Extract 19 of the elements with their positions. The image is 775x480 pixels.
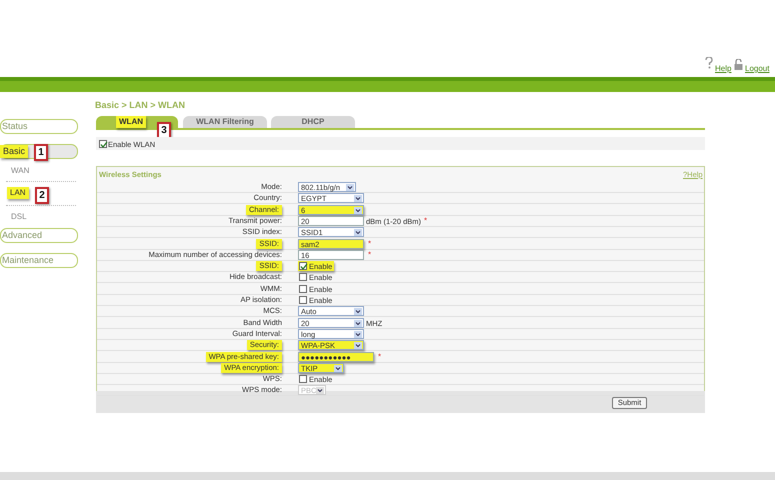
breadcrumb: Basic > LAN > WLAN [95, 100, 186, 110]
required-mark: * [424, 216, 428, 225]
required-mark: * [378, 352, 382, 360]
highlighted-submenu-item: LAN [7, 187, 29, 199]
tab: WLAN Filtering [183, 116, 267, 128]
tab: DHCP [271, 116, 355, 128]
callout-number: 2 [35, 187, 49, 204]
required-mark: * [368, 238, 372, 248]
menu-item: Advanced [0, 228, 78, 243]
submenu-item: WAN [11, 166, 30, 175]
callout-number: 1 [34, 144, 48, 161]
logout-link: Logout [745, 64, 770, 73]
highlighted-menu-label: Basic [0, 145, 28, 158]
submenu-item: DSL [11, 212, 27, 221]
menu-item: Maintenance [0, 253, 78, 268]
required-mark: * [368, 250, 372, 259]
highlighted-tab-label: WLAN [116, 116, 146, 128]
menu-item: Status [0, 119, 78, 134]
help-link: Help [715, 64, 732, 73]
